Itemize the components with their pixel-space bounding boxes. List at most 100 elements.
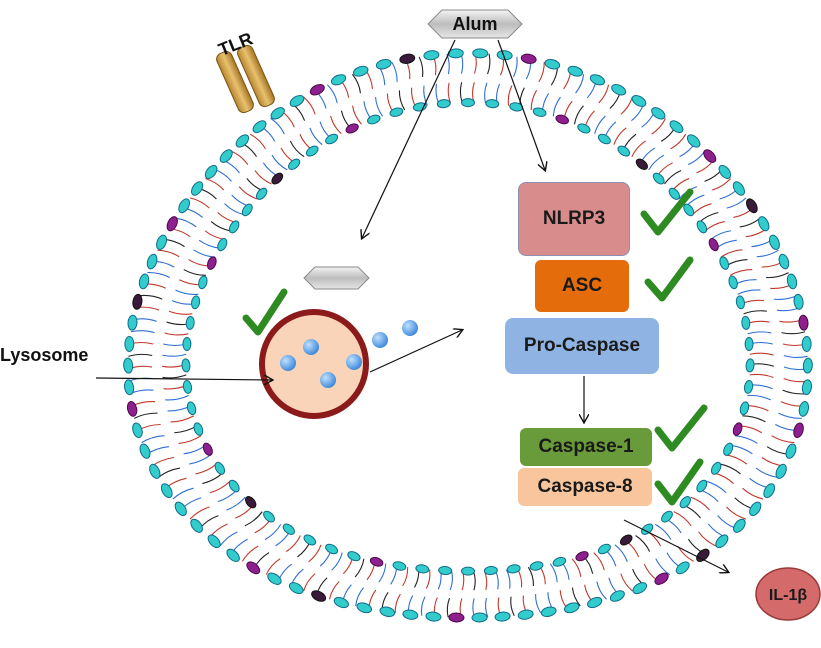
lipid-head	[389, 107, 404, 117]
lipid-tail	[734, 435, 758, 444]
lipid-tail	[418, 56, 424, 77]
lipid-tail	[286, 535, 301, 553]
lipid-tail	[781, 331, 806, 335]
lipid-tail	[183, 269, 206, 276]
lipid-head	[741, 315, 751, 330]
lipid-head	[679, 496, 691, 509]
lipid-head	[149, 463, 161, 479]
lipid-head	[575, 551, 589, 562]
lipid-head	[190, 518, 203, 533]
lipid-head	[540, 606, 557, 618]
arrow-label-to-lysosome	[95, 378, 272, 380]
caspase1-label: Caspase-1	[538, 436, 634, 457]
lipid-head	[483, 566, 498, 576]
nlrp3-label: NLRP3	[542, 208, 606, 229]
lipid-head	[333, 596, 349, 609]
lipid-tail	[254, 170, 272, 185]
lipid-head	[619, 534, 633, 546]
lipid-head	[226, 548, 240, 562]
lipid-head	[436, 99, 451, 109]
lipid-tail	[446, 597, 451, 618]
lipid-head	[611, 83, 627, 96]
lipid-head	[263, 510, 275, 523]
lipid-head	[567, 65, 584, 77]
lipid-tail	[423, 85, 428, 106]
asc-box: ASC	[535, 260, 629, 312]
lipid-tail	[265, 558, 281, 575]
lipid-tail	[183, 444, 207, 455]
lipid-tail	[178, 435, 202, 444]
lipid-tail	[710, 230, 732, 240]
lipid-head	[517, 609, 534, 620]
lipid-head	[768, 234, 780, 251]
lipid-tail	[687, 150, 706, 166]
lipid-tail	[374, 97, 384, 117]
lipid-head	[156, 234, 168, 251]
lipid-head	[193, 422, 204, 436]
lipid-head	[379, 606, 396, 618]
lipid-tail	[654, 523, 672, 540]
lipid-tail	[157, 467, 181, 478]
lipid-head	[785, 443, 797, 459]
lipid-head	[732, 422, 743, 436]
lipid-head	[661, 510, 673, 523]
lipid-head	[174, 501, 187, 517]
lipid-tail	[425, 569, 431, 589]
lipid-head	[668, 187, 681, 200]
lipid-tail	[139, 294, 163, 300]
lipid-tail	[472, 570, 476, 591]
lipid-head	[392, 561, 407, 571]
lipid-tail	[352, 105, 362, 125]
lipid-head	[325, 543, 339, 555]
lipid-tail	[420, 596, 426, 616]
lipid-tail	[712, 178, 731, 191]
lipid-tail	[593, 552, 605, 571]
lipid-tail	[226, 496, 246, 511]
lipid-head	[745, 198, 758, 214]
lipid-head	[347, 551, 361, 562]
lipid-tail	[690, 496, 711, 511]
lipid-head	[217, 237, 228, 252]
lipid-head	[532, 107, 547, 117]
lipid-tail	[449, 570, 453, 591]
lipid-tail	[527, 566, 534, 587]
lipid-tail	[195, 463, 218, 475]
caspase8-label: Caspase-8	[537, 476, 633, 497]
lipid-head	[652, 172, 665, 185]
lipid-head	[632, 582, 648, 595]
lipid-head	[123, 357, 134, 374]
lipid-head	[207, 534, 221, 549]
lipid-tail	[326, 84, 338, 104]
lipid-tail	[635, 535, 651, 552]
lipid-head	[325, 133, 339, 145]
lipid-tail	[631, 140, 646, 157]
lipid-head	[288, 582, 304, 595]
lipid-head	[375, 58, 392, 70]
lipid-head	[185, 315, 195, 330]
lipid-tail	[244, 511, 263, 527]
lipid-head	[749, 501, 762, 517]
lipid-tail	[613, 127, 627, 145]
caspase8-box: Caspase-8	[518, 468, 652, 506]
lipid-head	[775, 463, 787, 479]
lipid-tail	[549, 563, 558, 583]
lipid-head	[352, 65, 369, 77]
lipid-head	[402, 609, 419, 620]
lipid-head	[190, 295, 201, 310]
lipid-tail	[162, 374, 187, 379]
lipid-tail	[756, 249, 779, 258]
lipid-head	[471, 612, 488, 623]
lipid-head	[758, 216, 770, 232]
lipid-head	[631, 94, 647, 107]
lipid-tail	[459, 82, 463, 103]
lipid-tail	[394, 593, 401, 613]
internalized-alum-crystal-icon	[303, 266, 370, 290]
lipid-head	[132, 422, 143, 439]
lipid-tail	[309, 127, 323, 146]
lipid-head	[182, 379, 193, 394]
lipid-tail	[147, 272, 171, 279]
lipid-tail	[219, 531, 238, 547]
lipid-tail	[484, 82, 488, 104]
lipid-tail	[303, 96, 316, 115]
